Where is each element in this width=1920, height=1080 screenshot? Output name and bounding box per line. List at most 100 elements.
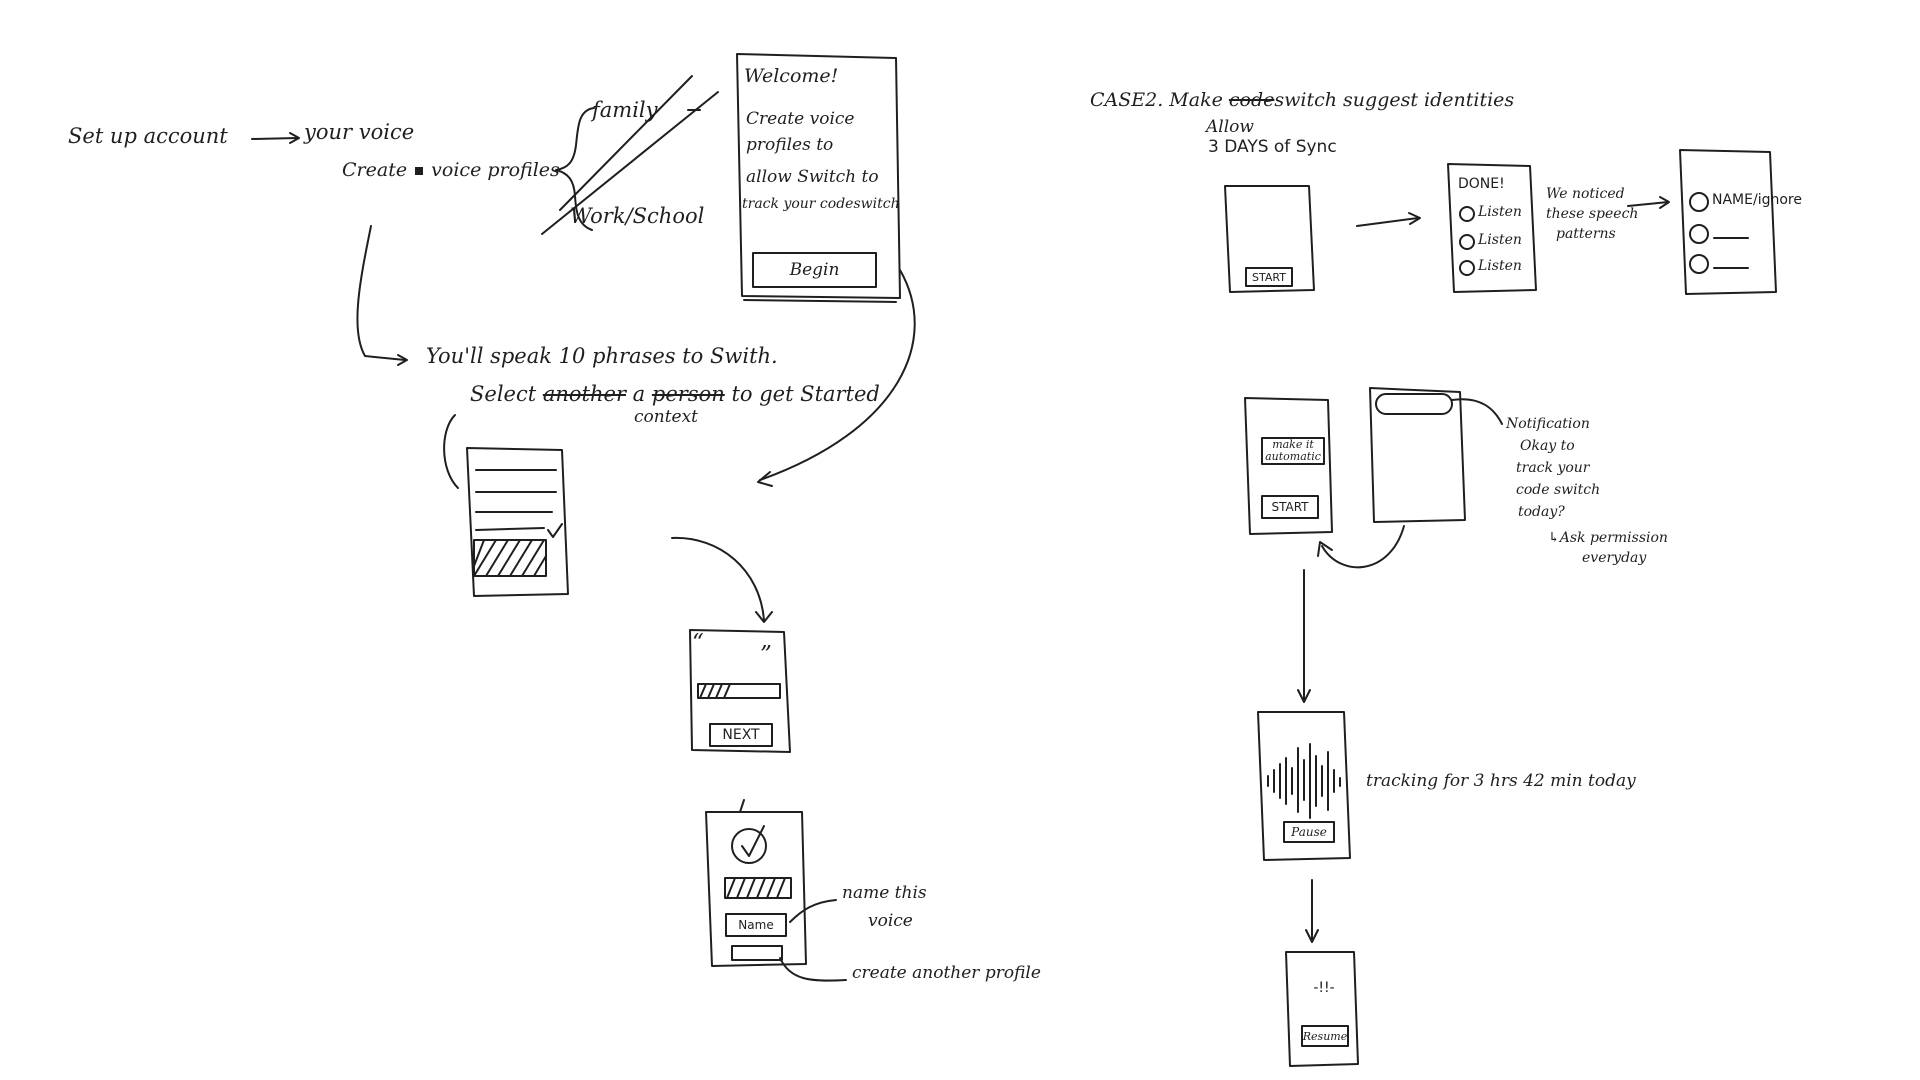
waveform bbox=[1267, 743, 1341, 819]
profile-check-mark bbox=[741, 825, 765, 857]
noticed-line-2: these speech bbox=[1546, 206, 1639, 222]
welcome-phone-frame bbox=[736, 53, 901, 299]
pause-button-box bbox=[1283, 821, 1335, 843]
allow-line-2: 3 DAYS of Sync bbox=[1208, 137, 1337, 157]
listen-item-1[interactable]: Listen bbox=[1478, 204, 1522, 220]
name-icon-3 bbox=[1689, 254, 1709, 274]
welcome-line-3: allow Switch to bbox=[746, 167, 879, 187]
resume-button[interactable]: Resume bbox=[1302, 1030, 1348, 1043]
name-this-voice-line-1: name this bbox=[842, 883, 927, 903]
notification-bubble bbox=[1375, 393, 1453, 415]
name-button[interactable]: Name bbox=[738, 918, 774, 932]
welcome-line-1: Create voice bbox=[746, 109, 855, 129]
welcome-phone-bottom bbox=[743, 299, 897, 303]
welcome-title: Welcome! bbox=[744, 65, 839, 87]
start-button-2[interactable]: START bbox=[1271, 500, 1309, 514]
name-phone-frame bbox=[1679, 149, 1777, 295]
arrow-head-tracking bbox=[1297, 689, 1311, 703]
next-button[interactable]: NEXT bbox=[722, 727, 760, 743]
welcome-line-4: track your codeswitch bbox=[742, 196, 900, 212]
profile-phone-frame bbox=[705, 811, 807, 967]
listen-icon-3 bbox=[1459, 260, 1475, 276]
to-get-started: to get Started bbox=[731, 382, 880, 406]
tracking-phone-frame bbox=[1257, 711, 1351, 861]
work-school-label: Work/School bbox=[570, 204, 705, 228]
arrow-head-recording bbox=[755, 611, 773, 623]
selection-checkmark bbox=[547, 523, 563, 538]
article-a: a bbox=[632, 382, 646, 406]
curve-to-selection bbox=[443, 414, 459, 489]
profile-hatch bbox=[726, 877, 786, 899]
recording-progress-box bbox=[697, 683, 781, 699]
case2-heading: CASE2. Make codeswitch suggest identitie… bbox=[1090, 89, 1515, 112]
struck-word-another: another bbox=[542, 382, 626, 406]
start-button[interactable]: START bbox=[1252, 271, 1286, 284]
paused-indicator: -!!- bbox=[1313, 980, 1335, 996]
another-profile-pointer-line bbox=[779, 957, 847, 982]
curve-to-recording bbox=[671, 536, 765, 621]
profile-phone-top-mark bbox=[739, 799, 745, 813]
notification-line-1: Notification bbox=[1506, 416, 1590, 432]
arrow-head-welcome-curve bbox=[757, 471, 773, 487]
diagonal-line-1 bbox=[559, 75, 693, 211]
selection-phone-frame bbox=[466, 447, 569, 597]
arrow-setup-to-voice bbox=[251, 137, 299, 140]
listen-item-3[interactable]: Listen bbox=[1478, 258, 1522, 274]
select-word: Select bbox=[470, 382, 537, 406]
name-icon-2 bbox=[1689, 224, 1709, 244]
quote-close: ” bbox=[760, 642, 772, 668]
create-bullet bbox=[415, 167, 424, 175]
start-phone-frame bbox=[1224, 185, 1315, 293]
done-phone-frame bbox=[1447, 163, 1537, 293]
recording-progress-hatch bbox=[699, 683, 731, 699]
noticed-line-3: patterns bbox=[1556, 226, 1616, 242]
notification-line-5: today? bbox=[1518, 504, 1565, 520]
create-suffix: voice profiles bbox=[431, 159, 560, 181]
your-voice-label: your voice bbox=[304, 120, 415, 144]
start-button-box-2 bbox=[1261, 495, 1319, 519]
ask-permission-line-1: ↳Ask permission bbox=[1548, 530, 1668, 546]
diagonal-line-2 bbox=[541, 91, 719, 235]
listen-item-2[interactable]: Listen bbox=[1478, 232, 1522, 248]
create-another-profile-label: create another profile bbox=[852, 963, 1041, 983]
begin-button[interactable]: Begin bbox=[789, 260, 840, 280]
notification-line-2: Okay to bbox=[1520, 438, 1575, 454]
another-profile-button-box bbox=[731, 945, 783, 961]
profiles-brace bbox=[555, 107, 595, 231]
arrow-to-name-phone bbox=[1627, 201, 1669, 207]
arrow-head-auto bbox=[1317, 541, 1333, 557]
make-automatic-button[interactable]: make it automatic bbox=[1262, 438, 1324, 463]
name-pointer-line bbox=[789, 899, 837, 923]
welcome-line-2: profiles to bbox=[746, 135, 834, 155]
allow-line-1: Allow bbox=[1206, 117, 1254, 137]
case2-heading-suffix: switch suggest identities bbox=[1274, 89, 1515, 111]
arrow-head-speak bbox=[397, 354, 408, 366]
resume-phone-frame bbox=[1285, 951, 1359, 1067]
struck-word-person: person bbox=[651, 382, 725, 406]
ask-permission-line-2: everyday bbox=[1582, 550, 1647, 566]
notification-pointer-line bbox=[1451, 398, 1503, 425]
arrow-head-resume bbox=[1305, 929, 1319, 943]
create-prefix: Create bbox=[342, 159, 408, 181]
arrow-head-name-phone bbox=[1659, 196, 1670, 209]
arrow-head-setup bbox=[289, 132, 300, 144]
selection-hatch bbox=[473, 539, 547, 577]
listen-icon-1 bbox=[1459, 206, 1475, 222]
selection-line-4 bbox=[475, 527, 545, 531]
recording-phone-frame bbox=[689, 629, 791, 753]
next-button-box bbox=[709, 723, 773, 747]
done-title: DONE! bbox=[1458, 176, 1505, 192]
notification-phone-frame bbox=[1369, 387, 1466, 523]
name-this-voice-line-2: voice bbox=[868, 911, 913, 931]
family-label: family bbox=[592, 98, 658, 122]
case2-heading-struck: code bbox=[1228, 89, 1275, 111]
notification-line-3: track your bbox=[1516, 460, 1590, 476]
auto-phone-frame bbox=[1244, 397, 1333, 535]
noticed-line-1: We noticed bbox=[1546, 186, 1625, 202]
profile-check-circle bbox=[731, 828, 767, 864]
speak-phrases-label: You'll speak 10 phrases to Swith. bbox=[426, 344, 778, 368]
name-ignore-option[interactable]: NAME/ignore bbox=[1712, 192, 1802, 208]
pause-button[interactable]: Pause bbox=[1291, 825, 1327, 839]
